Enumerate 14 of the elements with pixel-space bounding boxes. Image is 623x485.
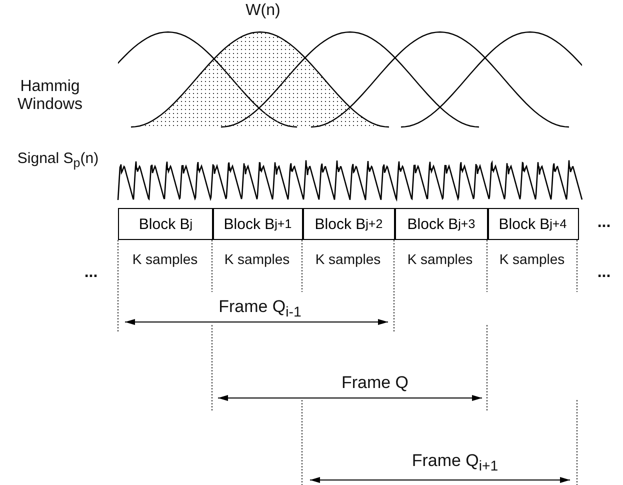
frame-label: Frame Q$_{i-1}$ [218, 297, 302, 320]
block-size-label: K samples [131, 250, 199, 269]
ellipsis: ... [83, 264, 99, 282]
block-size-label: K samples [314, 250, 382, 269]
row-label: Signal S$_{p}$(n) [16, 150, 100, 170]
block-size-label: K samples [498, 250, 566, 269]
frame-label: Frame Q$_{i+1}$ [410, 451, 500, 474]
axis-label: W(n) [244, 2, 282, 20]
block-size-label: K samples [223, 250, 291, 269]
row-label: Hammig Windows [16, 78, 84, 114]
ellipsis: ... [596, 264, 612, 282]
ellipsis: ... [596, 214, 612, 232]
block-size-label: K samples [406, 250, 474, 269]
frame-label: Frame Q [340, 373, 410, 393]
